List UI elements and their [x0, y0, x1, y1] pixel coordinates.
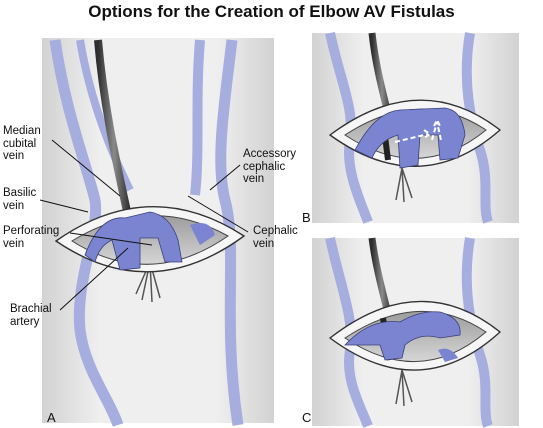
label-brachial-artery: Brachial artery	[10, 303, 52, 328]
panel-letter-b: B	[302, 210, 311, 225]
leader-basilic	[39, 199, 89, 213]
panel-letter-c: C	[302, 410, 312, 425]
vein-stub-c	[438, 348, 458, 362]
label-cephalic-vein: Cephalic vein	[253, 225, 298, 250]
vein-cluster-c	[344, 311, 461, 361]
panel-b	[312, 31, 519, 224]
leader-cephalic	[187, 195, 249, 233]
panel-c	[312, 236, 519, 428]
leader-lines	[39, 139, 249, 311]
vein-stub-a	[190, 222, 215, 245]
accessory-cephalic-vein-a	[190, 39, 205, 196]
flow-arrow-b	[394, 117, 442, 143]
nerve-tuft-c	[395, 369, 413, 407]
cephalic-vein-a	[215, 39, 244, 426]
label-accessory-cephalic-vein: Accessory cephalic vein	[243, 148, 297, 185]
panel-letter-a: A	[47, 410, 56, 425]
label-perforating-vein: Perforating vein	[3, 225, 60, 250]
vein-cluster-a	[84, 211, 183, 271]
brachial-artery-a	[94, 39, 134, 226]
leader-accessory-cephalic	[209, 164, 241, 191]
label-basilic-vein: Basilic vein	[3, 187, 37, 212]
label-median-cubital-vein: Median cubital vein	[3, 125, 41, 162]
leader-brachial	[59, 247, 129, 311]
leader-perforating	[69, 232, 153, 246]
figure-title: Options for the Creation of Elbow AV Fis…	[88, 2, 455, 21]
nerve-tuft-b	[395, 167, 413, 203]
cephalic-vein-c	[461, 237, 493, 428]
nerve-tuft-a	[135, 261, 161, 303]
panel-a	[42, 38, 274, 427]
cephalic-vein-b	[461, 32, 493, 224]
leader-median-cubital	[51, 139, 121, 197]
